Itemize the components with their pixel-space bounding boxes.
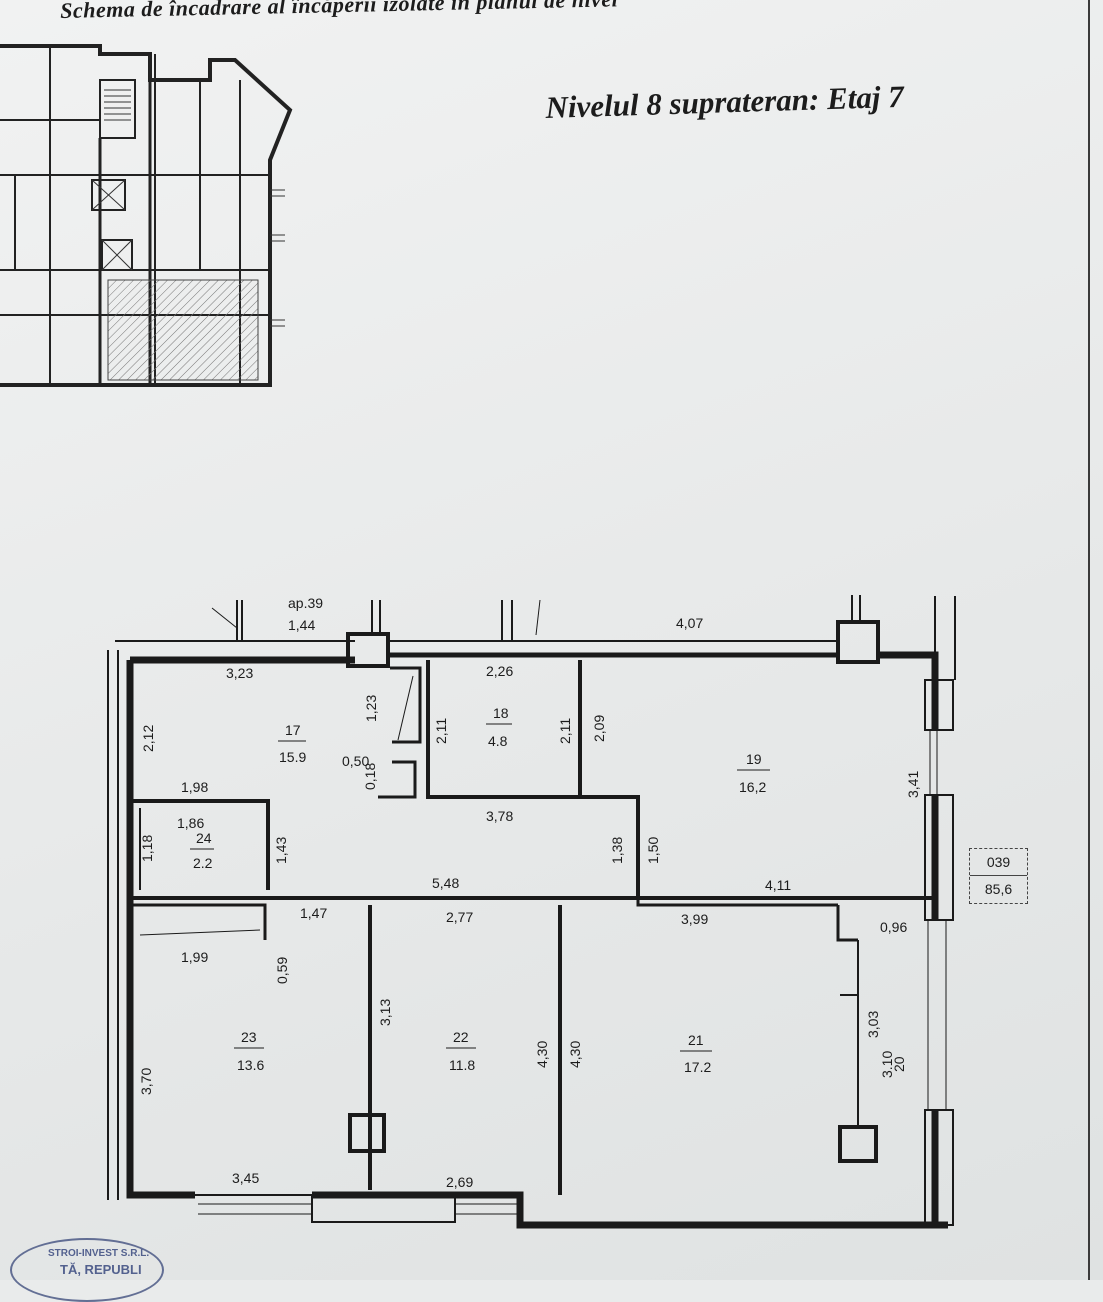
total-area: 85,6 — [970, 875, 1027, 902]
room-24-area: 2.2 — [193, 855, 213, 871]
dim-1-38: 1,38 — [609, 837, 625, 864]
dim-2-26: 2,26 — [486, 663, 513, 679]
dim-3-03: 3,03 — [865, 1011, 881, 1038]
dim-3-23: 3,23 — [226, 665, 253, 681]
dim-1-50: 1,50 — [645, 837, 661, 864]
dim-4-07: 4,07 — [676, 615, 703, 631]
dim-0-59: 0,59 — [274, 957, 290, 984]
key-plan — [0, 44, 293, 387]
page-edge — [1088, 0, 1090, 1280]
dim-2-11-left: 2,11 — [433, 718, 449, 744]
room-18-number: 18 — [493, 705, 509, 721]
dim-3-70: 3,70 — [138, 1068, 154, 1095]
room-24-number: 24 — [196, 830, 212, 846]
dim-1-99: 1,99 — [181, 949, 208, 965]
dim-2-11-right: 2,11 — [557, 718, 573, 744]
room-23-number: 23 — [241, 1029, 257, 1045]
room-17-area: 15.9 — [279, 749, 306, 765]
room-20-area: 3.10 — [879, 1051, 895, 1078]
room-21-area: 17.2 — [684, 1059, 711, 1075]
apartment-label: ap.39 — [288, 595, 323, 611]
apartment-code: 039 — [986, 854, 1011, 870]
room-22-number: 22 — [453, 1029, 469, 1045]
stamp-line-1: STROI-INVEST S.R.L. — [48, 1248, 150, 1259]
room-23-area: 13.6 — [237, 1057, 264, 1073]
dim-2-09: 2,09 — [591, 715, 607, 742]
dim-3-78: 3,78 — [486, 808, 513, 824]
dim-1-18: 1,18 — [139, 835, 155, 862]
official-stamp: STROI-INVEST S.R.L. TĂ, REPUBLI — [10, 1238, 164, 1302]
dim-1-23: 1,23 — [363, 695, 379, 722]
dim-4-30-left: 4,30 — [534, 1041, 550, 1068]
dim-2-77: 2,77 — [446, 909, 473, 925]
dim-4-30-right: 4,30 — [567, 1041, 583, 1068]
stamp-line-2: TĂ, REPUBLI — [60, 1262, 142, 1277]
dim-1-98: 1,98 — [181, 779, 208, 795]
dim-1-47: 1,47 — [300, 905, 327, 921]
room-18-area: 4.8 — [488, 733, 508, 749]
dim-3-45: 3,45 — [232, 1170, 259, 1186]
dim-3-13: 3,13 — [377, 999, 393, 1026]
dim-0-50: 0,50 — [342, 753, 369, 769]
dim-0-18: 0,18 — [362, 763, 378, 790]
dim-3-99: 3,99 — [681, 911, 708, 927]
dim-3-41: 3,41 — [905, 771, 921, 798]
dim-0-96: 0,96 — [880, 919, 907, 935]
room-21-number: 21 — [688, 1032, 704, 1048]
room-17-number: 17 — [285, 722, 301, 738]
dim-4-11: 4,11 — [765, 877, 791, 893]
dim-5-48: 5,48 — [432, 875, 459, 891]
dim-2-69: 2,69 — [446, 1174, 473, 1190]
dim-1-44: 1,44 — [288, 617, 315, 633]
room-22-area: 11.8 — [449, 1057, 475, 1073]
room-20-number: 20 — [891, 1056, 907, 1072]
room-19-number: 19 — [746, 751, 762, 767]
room-19-area: 16,2 — [739, 779, 766, 795]
dim-1-43: 1,43 — [273, 837, 289, 864]
area-summary-box: 039 85,6 — [969, 848, 1028, 904]
dim-1-86: 1,86 — [177, 815, 204, 831]
dim-2-12: 2,12 — [140, 725, 156, 752]
